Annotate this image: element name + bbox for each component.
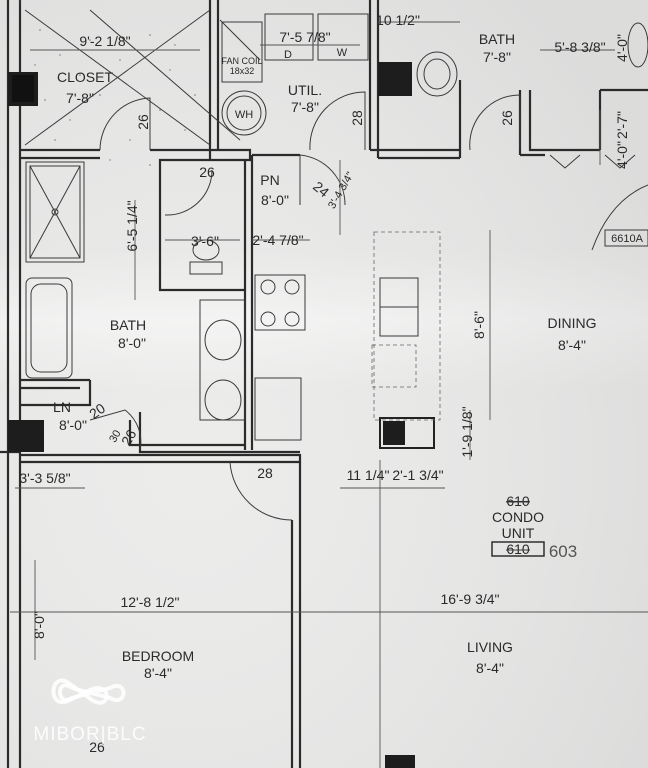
- door-26-bottom: 26: [89, 739, 105, 755]
- door-28-bedroom: 28: [257, 465, 273, 481]
- bath-top-size: 7'-8": [483, 49, 511, 65]
- column-4: [379, 417, 435, 449]
- vanity-sinks: [199, 299, 246, 421]
- dim-6-5: 6'-5 1/4": [124, 200, 140, 251]
- unit-box-number: 610: [506, 541, 530, 557]
- bath-main-size: 8'-0": [118, 335, 146, 351]
- washer-dryer: [264, 13, 369, 61]
- door-26-closet: 26: [135, 114, 151, 130]
- dishwasher: [254, 377, 302, 441]
- closet-size: 7'-8": [66, 90, 94, 106]
- shower: [25, 161, 85, 263]
- dim-10-1-2: 10 1/2": [376, 12, 420, 28]
- fan-coil-label: FAN COIL: [221, 56, 262, 66]
- living-name: LIVING: [467, 639, 513, 655]
- living-size: 8'-4": [476, 660, 504, 676]
- dim-3-3: 3'-3 5/8": [19, 470, 70, 486]
- column-3: [8, 420, 44, 452]
- closet-diagonals: [24, 9, 261, 146]
- dim-4-0-side: 4'-0": [614, 141, 630, 169]
- cooktop: [254, 274, 306, 331]
- dim-1-9: 1'-9 1/8": [459, 406, 475, 457]
- unit-tag: 6610A: [611, 233, 643, 245]
- dim-2-7: 2'-7": [614, 111, 630, 139]
- door-26-top-bath: 26: [499, 110, 515, 126]
- water-heater: [221, 90, 267, 136]
- dimension-lines: [10, 21, 648, 768]
- dim-12-8: 12'-8 1/2": [120, 594, 179, 610]
- closet-name: CLOSET: [57, 69, 113, 85]
- pn-size: 8'-0": [261, 192, 289, 208]
- ln-size: 8'-0": [59, 417, 87, 433]
- unit-label-unit: UNIT: [502, 525, 535, 541]
- util-name: UTIL.: [288, 82, 322, 98]
- dining-name: DINING: [548, 315, 597, 331]
- door-30-linen: 30: [107, 428, 124, 445]
- bedroom-size: 8'-4": [144, 665, 172, 681]
- fan-coil-size: 18x32: [230, 66, 255, 76]
- watermark-text: MIBOR|BLC: [33, 724, 146, 745]
- door-26-linen: 26: [118, 427, 140, 449]
- pn-name: PN: [260, 172, 279, 188]
- dim-3-6: 3'-6": [191, 233, 219, 249]
- util-size: 7'-8": [291, 99, 319, 115]
- bedroom-name: BEDROOM: [122, 648, 194, 664]
- bath-main-name: BATH: [110, 317, 146, 333]
- bathtub: [25, 277, 73, 379]
- dryer-label: D: [284, 49, 292, 61]
- sink-top-right: [627, 22, 648, 68]
- dim-7-5: 7'-5 7/8": [279, 29, 330, 45]
- dim-2-4: 2'-4 7/8": [252, 232, 303, 248]
- washer-label: W: [337, 47, 348, 59]
- bay-window: [549, 154, 648, 251]
- dim-9-2: 9'-2 1/8": [79, 33, 130, 49]
- dim-5-8: 5'-8 3/8": [554, 39, 605, 55]
- unit-number-box: [491, 541, 545, 557]
- ln-name: LN: [53, 399, 71, 415]
- dim-16-9: 16'-9 3/4": [440, 591, 499, 607]
- dim-11-1-4: 11 1/4": [347, 467, 390, 483]
- column-2: [378, 62, 412, 96]
- column-5: [385, 755, 415, 768]
- unit-label-condo: CONDO: [492, 509, 544, 525]
- door-swings: [19, 0, 521, 521]
- dim-8-6: 8'-6": [471, 311, 487, 339]
- door-28-util: 28: [349, 110, 365, 126]
- fan-coil: [221, 21, 263, 83]
- watermark: MIBOR|BLC: [33, 678, 146, 745]
- unit-handwritten-number: 603: [549, 542, 577, 561]
- kitchen-island: [371, 231, 441, 421]
- wh-label: WH: [235, 109, 253, 121]
- toilet-top: [416, 51, 458, 97]
- dim-4-0-top: 4'-0": [614, 34, 630, 62]
- dim-8-0-vert: 8'-0": [31, 611, 47, 639]
- bath-top-name: BATH: [479, 31, 515, 47]
- dim-2-1: 2'-1 3/4": [392, 467, 443, 483]
- columns: [8, 62, 435, 768]
- unit-number-struck: 610: [506, 493, 530, 509]
- door-26-bath: 26: [199, 164, 215, 180]
- concrete-hatch: [34, 29, 201, 166]
- dining-size: 8'-4": [558, 337, 586, 353]
